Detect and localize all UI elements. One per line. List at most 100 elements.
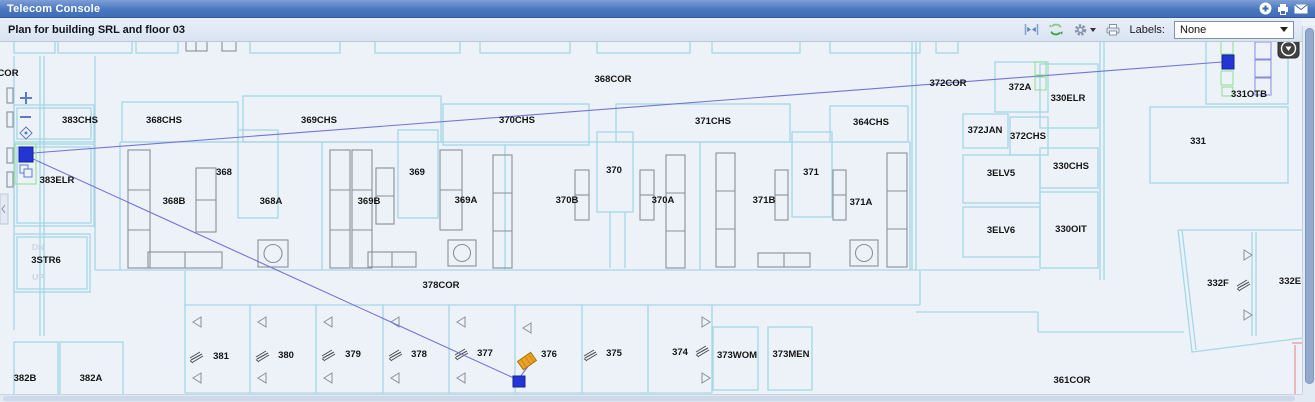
room-label-371a: 371A (850, 197, 873, 208)
page-title: Plan for building SRL and floor 03 (8, 23, 186, 36)
add-window-icon[interactable] (1258, 2, 1272, 15)
rack-slot-purple (1254, 42, 1272, 60)
furniture (6, 42, 908, 269)
vertical-scrollbar[interactable] (1302, 26, 1315, 394)
room-label-383chs: 383CHS (62, 115, 98, 126)
rack-slot-green (1220, 42, 1234, 55)
room-label-330oit: 330OIT (1055, 224, 1087, 235)
device-marker-383elr (18, 146, 34, 163)
horizontal-scrollbar-thumb[interactable] (3, 396, 1295, 401)
expand-panel-button[interactable] (1277, 42, 1300, 59)
device-markers[interactable] (14, 42, 1272, 388)
room-label-332e: 332E (1279, 276, 1301, 287)
window-title: Telecom Console (7, 2, 101, 15)
settings-caret-icon (1089, 27, 1096, 32)
room-label-3elv6: 3ELV6 (987, 225, 1015, 236)
room-label-368: 368 (216, 167, 232, 178)
room-label-373men: 373MEN (773, 349, 810, 360)
device-marker-376 (512, 375, 526, 388)
selection-highlight (14, 143, 37, 185)
room-label-371: 371 (803, 167, 820, 178)
rack-slot-green (1034, 61, 1047, 76)
print-icon[interactable] (1276, 2, 1290, 15)
device-marker-331otb (1221, 54, 1235, 70)
pan-icon (19, 126, 33, 140)
room-label-369b: 369B (358, 196, 381, 207)
room-label-371chs: 371CHS (695, 116, 731, 127)
map-background (0, 42, 1302, 394)
rack-slot-purple (1254, 77, 1272, 96)
chevron-left-icon (1, 204, 6, 214)
room-label-371b: 371B (753, 195, 776, 206)
fit-to-window-icon[interactable] (1024, 23, 1039, 36)
room-label-364chs: 364CHS (853, 117, 889, 128)
scrollbar-corner (1302, 394, 1315, 402)
mail-icon[interactable] (1294, 2, 1308, 15)
labels-caption: Labels: (1129, 23, 1165, 36)
room-label-378cor: 378COR (423, 280, 460, 291)
rack-slot-green (1220, 70, 1234, 86)
room-label-372jan: 372JAN (968, 125, 1003, 136)
room-label-368cor: 368COR (595, 74, 632, 85)
horizontal-scrollbar[interactable] (0, 394, 1302, 402)
titlebar: Telecom Console (0, 0, 1315, 18)
map-controls[interactable] (19, 92, 33, 178)
room-label-370: 370 (606, 165, 622, 176)
room-label-370b: 370B (556, 195, 579, 206)
print-plan-icon[interactable] (1105, 23, 1121, 36)
room-label-369: 369 (409, 167, 425, 178)
room-label-380: 380 (278, 350, 294, 361)
labels-dropdown-value: None (1180, 23, 1207, 36)
room-label-373wom: 373WOM (717, 350, 757, 361)
room-labels: COR 368COR 372COR 372A 331OTB 330ELR 383CHS 368… (0, 68, 1301, 386)
room-label-3elv5: 3ELV5 (987, 168, 1016, 179)
room-label-330chs: 330CHS (1053, 161, 1089, 172)
room-label-377: 377 (477, 348, 493, 359)
floor-plan-map[interactable]: DN UP COR 368COR 372COR 372A 331OTB 330ELR 383C… (0, 42, 1302, 394)
room-label-378: 378 (411, 349, 427, 360)
room-label-370a: 370A (652, 195, 675, 206)
room-label-372chs: 372CHS (1010, 131, 1046, 142)
room-label-370chs: 370CHS (499, 115, 535, 126)
rack-slot-green (1034, 76, 1047, 91)
room-label-332f: 332F (1207, 278, 1229, 289)
floor-plan-walls (13, 42, 1302, 394)
room-label-381: 381 (213, 351, 230, 362)
orange-tag-marker (516, 351, 538, 371)
room-label-383elr: 383ELR (40, 175, 75, 186)
zoom-in-icon (20, 92, 32, 104)
door-markers (192, 249, 1253, 384)
room-label-374: 374 (672, 347, 689, 358)
vertical-scrollbar-thumb[interactable] (1305, 28, 1314, 384)
room-label-368b: 368B (163, 196, 186, 207)
room-label-368chs: 368CHS (146, 115, 182, 126)
red-outline-area (1292, 342, 1302, 394)
room-label-cor: COR (0, 68, 19, 79)
room-label-376: 376 (541, 349, 557, 360)
chevron-down-icon (1285, 46, 1292, 51)
plan-header: Plan for building SRL and floor 03 (0, 18, 1302, 42)
room-label-382b: 382B (14, 373, 37, 384)
stair-label-up: UP (32, 272, 44, 282)
room-label-369a: 369A (455, 195, 478, 206)
rack-slot-green (1221, 86, 1234, 97)
stair-label-dn: DN (32, 242, 44, 252)
room-label-361cor: 361COR (1054, 375, 1091, 386)
stair-direction-labels: DN UP (32, 242, 44, 282)
panel-collapse-handle[interactable] (0, 193, 9, 225)
settings-gear-icon[interactable] (1073, 23, 1096, 37)
room-label-3str6: 3STR6 (31, 255, 61, 266)
room-label-330elr: 330ELR (1051, 93, 1086, 104)
refresh-icon[interactable] (1048, 23, 1064, 36)
room-label-372a: 372A (1009, 82, 1032, 93)
dropdown-arrow-icon (1280, 27, 1288, 32)
room-label-379: 379 (345, 349, 361, 360)
rack-slot-purple (1254, 59, 1272, 78)
map-toolbar: Labels: None (1024, 20, 1294, 39)
titlebar-actions (1258, 2, 1308, 15)
room-label-331otb: 331OTB (1231, 89, 1267, 100)
labels-dropdown[interactable]: None (1174, 20, 1294, 39)
room-label-331: 331 (1190, 136, 1207, 147)
room-label-372cor: 372COR (930, 78, 967, 89)
